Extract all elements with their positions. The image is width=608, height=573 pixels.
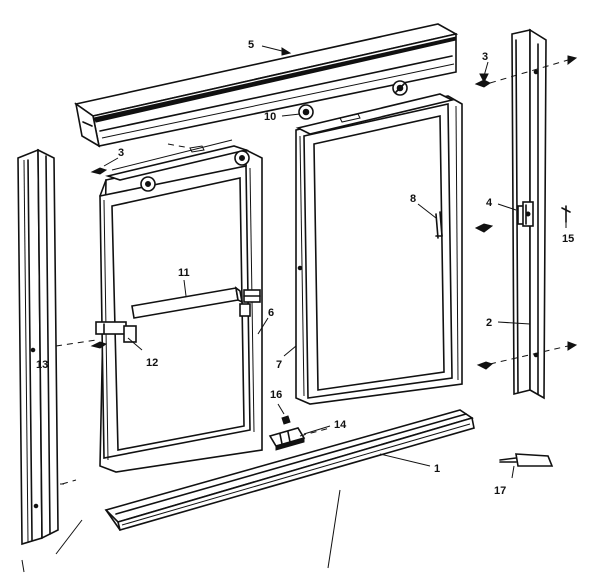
callout-10: 10 — [264, 111, 276, 123]
part-left-jamb — [17, 148, 59, 546]
assembly-dashed-lines — [55, 59, 569, 485]
assembly-arrows — [567, 55, 578, 351]
part-screw-15 — [561, 205, 571, 223]
part-rollers-right — [298, 80, 408, 120]
part-handle-bar — [131, 286, 244, 319]
callout-1: 1 — [434, 463, 440, 475]
part-bottom-guide — [268, 427, 306, 451]
part-rollers-left — [140, 150, 250, 192]
callout-5: 5 — [248, 39, 254, 51]
cut-lines — [21, 483, 341, 573]
callout-11: 11 — [178, 267, 190, 279]
part-screw-16 — [281, 415, 291, 425]
part-top-track — [74, 23, 459, 148]
callout-17: 17 — [494, 485, 506, 497]
part-latch-bracket — [517, 201, 534, 227]
part-sealant-tube — [499, 453, 554, 467]
part-bottom-track — [104, 409, 475, 531]
callout-12: 12 — [146, 357, 158, 369]
part-screw-3-left — [90, 167, 108, 175]
callout-7: 7 — [276, 359, 282, 371]
part-left-panel — [99, 139, 263, 473]
callout-14: 14 — [334, 419, 347, 431]
callout-6: 6 — [268, 307, 274, 319]
part-latch-left — [95, 321, 137, 343]
part-screw-13 — [90, 341, 108, 349]
part-screws-right — [474, 79, 494, 370]
callout-15: 15 — [562, 233, 574, 245]
callout-13: 13 — [36, 359, 48, 371]
callout-3-right: 3 — [482, 51, 488, 63]
leader-lines — [103, 45, 567, 479]
callout-2: 2 — [486, 317, 492, 329]
callout-3-left: 3 — [118, 147, 124, 159]
callout-labels: 5 3 3 10 4 8 15 11 6 2 13 12 7 16 14 1 1… — [36, 39, 574, 497]
part-latch-clip — [239, 289, 261, 317]
part-clip-8 — [435, 211, 443, 239]
callout-4: 4 — [486, 197, 493, 209]
part-right-panel — [295, 93, 463, 405]
callout-16: 16 — [270, 389, 282, 401]
callout-8: 8 — [410, 193, 416, 205]
